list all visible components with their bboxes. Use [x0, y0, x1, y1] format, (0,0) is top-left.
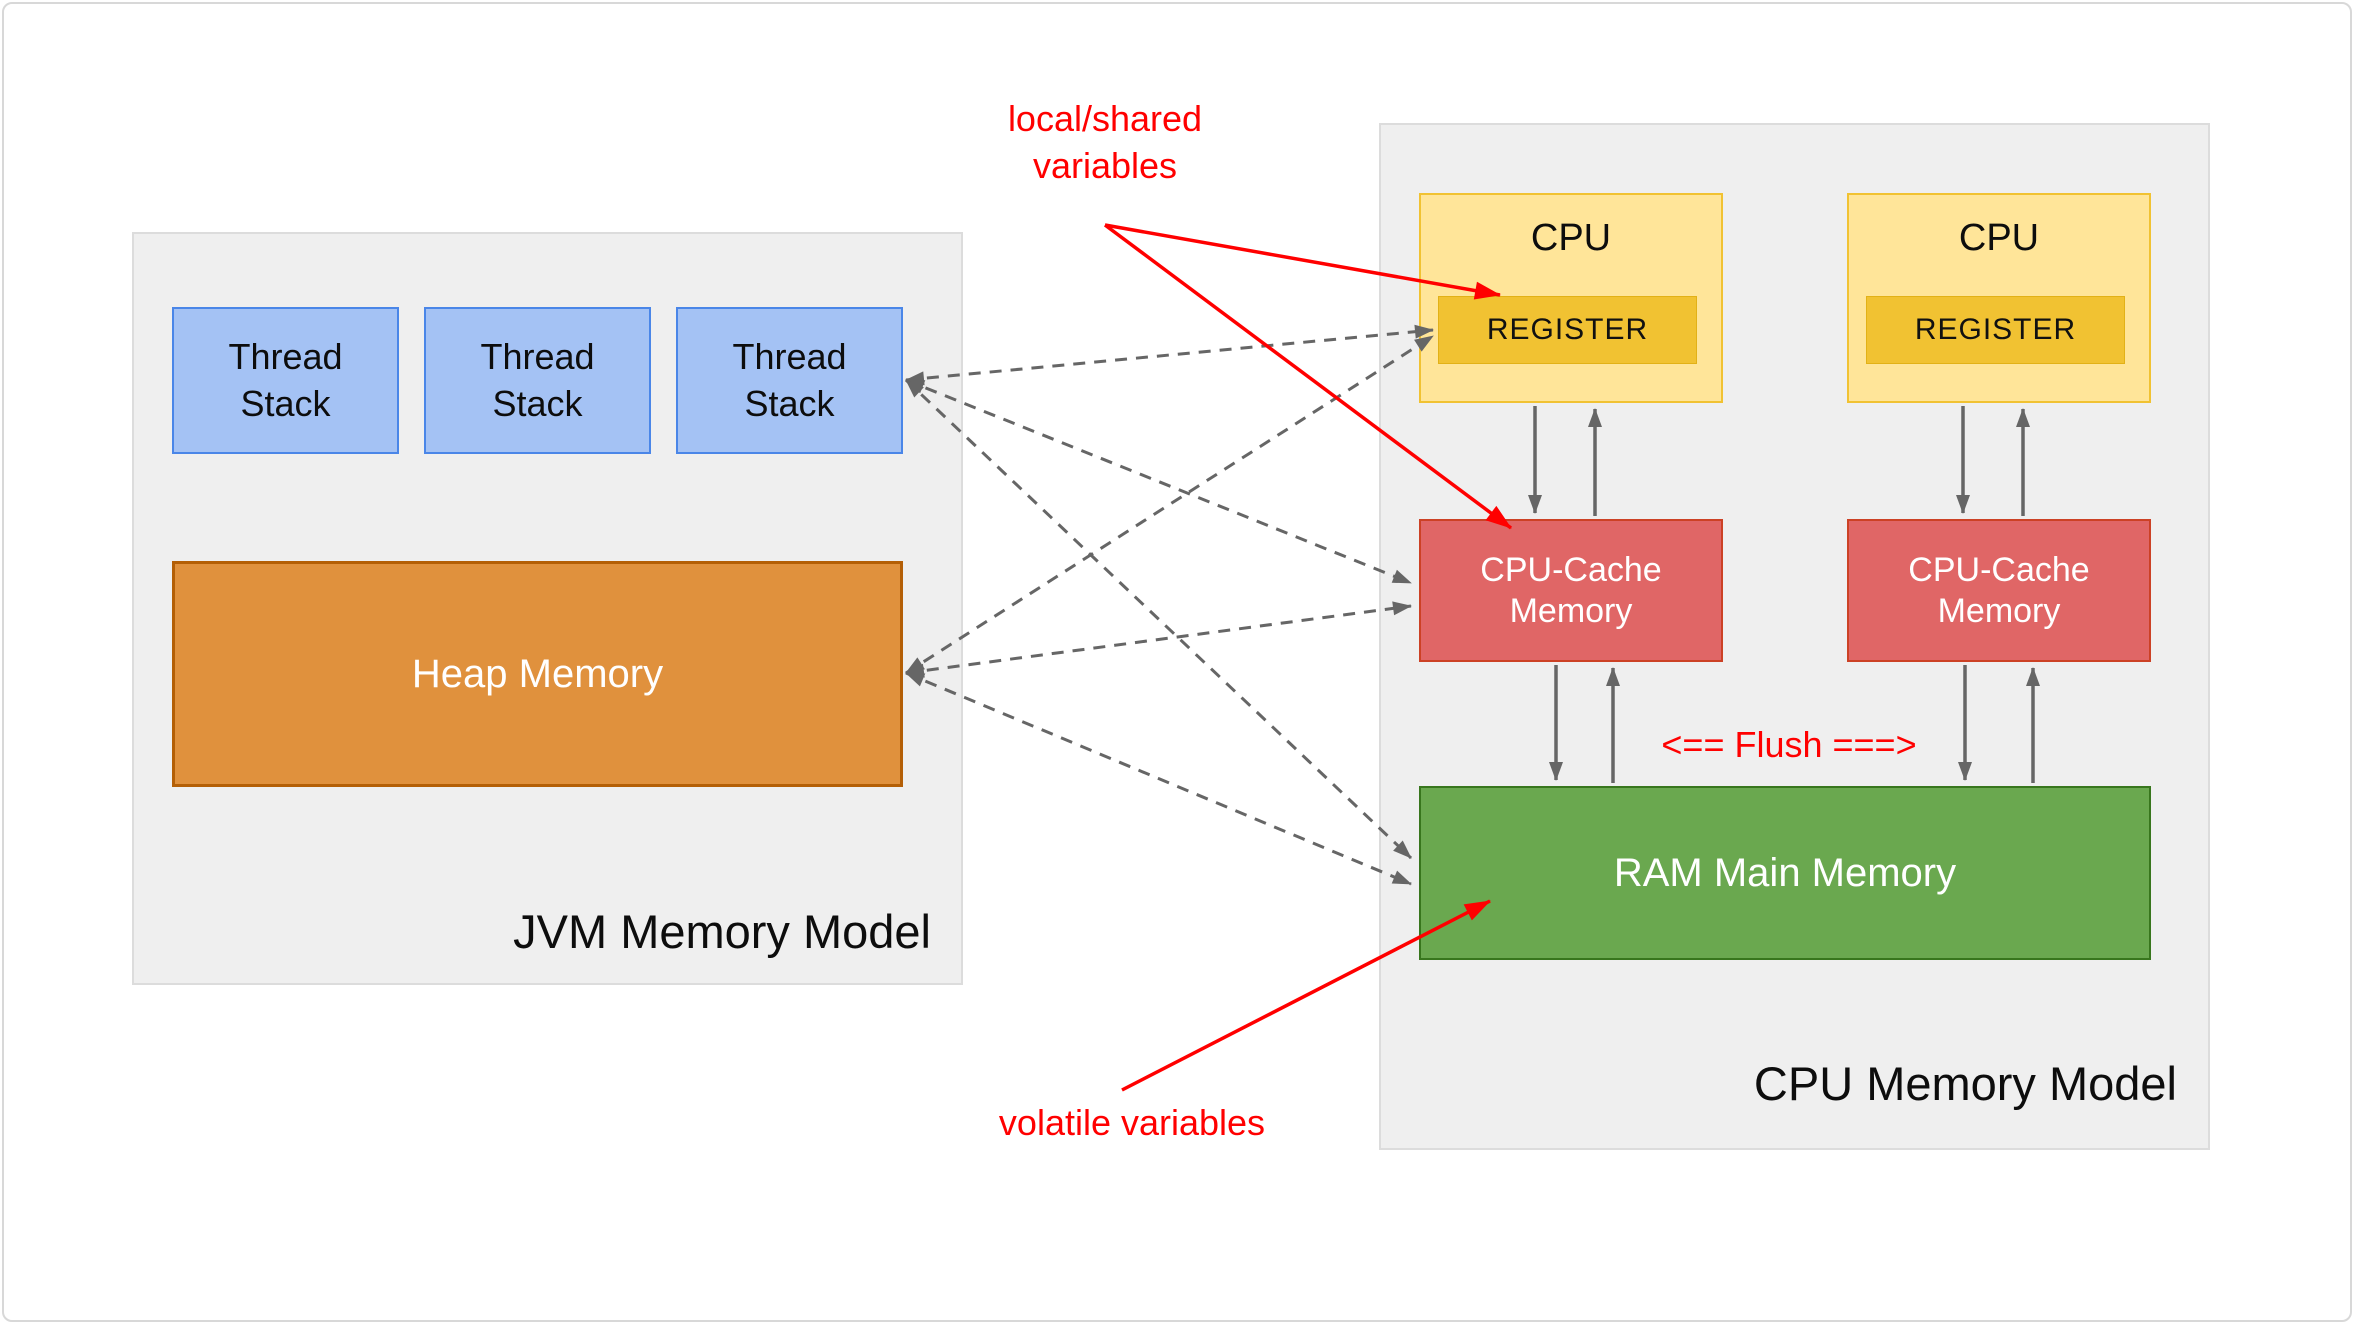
cpu-panel-title: CPU Memory Model: [1753, 1057, 2177, 1110]
heap-memory-box: Heap Memory: [172, 561, 903, 787]
ram-label: RAM Main Memory: [1613, 850, 1957, 895]
cpu-cache-box-1: CPU-Cache Memory: [1419, 519, 1723, 662]
volatile-variables-annotation: volatile variables: [998, 1102, 1266, 1143]
cpu-label: CPU: [1530, 217, 1612, 259]
register-label: REGISTER: [1486, 313, 1649, 346]
cpu-cache-label: CPU-Cache Memory: [1480, 550, 1662, 630]
ram-main-memory-box: RAM Main Memory: [1419, 786, 2151, 960]
local-shared-variables-annotation: local/shared variables: [1007, 98, 1203, 186]
register-box-2: REGISTER: [1866, 296, 2125, 364]
cpu-label: CPU: [1958, 217, 2040, 259]
thread-stack-box-2: Thread Stack: [424, 307, 651, 454]
thread-stack-label: Thread Stack: [480, 335, 595, 424]
register-box-1: REGISTER: [1438, 296, 1697, 364]
flush-annotation: <== Flush ===>: [1661, 724, 1917, 765]
jvm-panel-title: JVM Memory Model: [513, 905, 931, 958]
heap-memory-label: Heap Memory: [411, 651, 664, 696]
thread-stack-label: Thread Stack: [732, 335, 847, 424]
thread-stack-box-1: Thread Stack: [172, 307, 399, 454]
cpu-cache-box-2: CPU-Cache Memory: [1847, 519, 2151, 662]
thread-stack-label: Thread Stack: [228, 335, 343, 424]
register-label: REGISTER: [1914, 313, 2077, 346]
thread-stack-box-3: Thread Stack: [676, 307, 903, 454]
cpu-cache-label: CPU-Cache Memory: [1908, 550, 2090, 630]
